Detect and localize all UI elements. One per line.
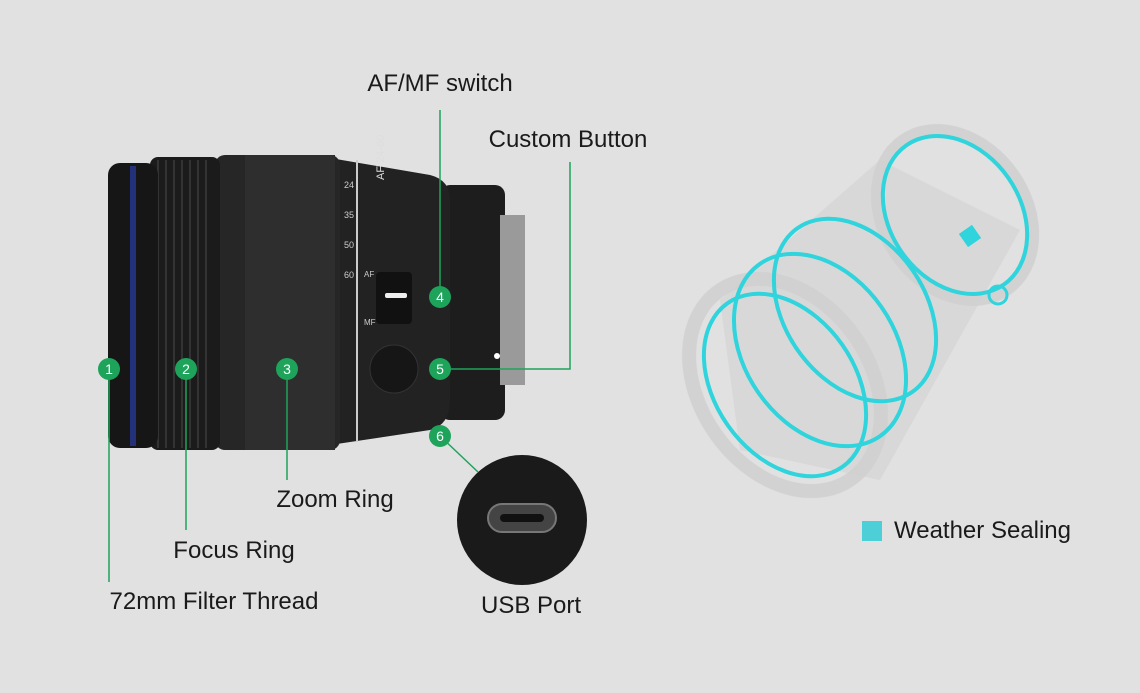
label-custom-button: Custom Button bbox=[488, 126, 648, 153]
callout-marker-1: 1 bbox=[98, 358, 120, 380]
callout-marker-4: 4 bbox=[429, 286, 451, 308]
callout-marker-3: 3 bbox=[276, 358, 298, 380]
label-usb-port: USB Port bbox=[480, 592, 582, 619]
af-mark: AF bbox=[364, 270, 375, 279]
label-zoom-ring: Zoom Ring bbox=[276, 486, 394, 513]
legend-label: Weather Sealing bbox=[894, 517, 1071, 544]
weather-sealing-xray bbox=[682, 124, 1040, 499]
label-af-mf-switch: AF/MF switch bbox=[367, 70, 513, 97]
callout-marker-6: 6 bbox=[429, 425, 451, 447]
label-focus-ring: Focus Ring bbox=[173, 537, 295, 564]
callout-lines bbox=[108, 110, 571, 582]
lens-model-text: AF 24-60 bbox=[375, 134, 387, 180]
callout-marker-5: 5 bbox=[429, 358, 451, 380]
legend: Weather Sealing bbox=[862, 517, 1071, 545]
usb-port-closeup bbox=[457, 455, 587, 585]
lens-body bbox=[108, 155, 525, 450]
callout-marker-2: 2 bbox=[175, 358, 197, 380]
label-filter-thread: 72mm Filter Thread bbox=[109, 588, 319, 615]
legend-swatch bbox=[862, 521, 882, 541]
mf-mark: MF bbox=[364, 318, 376, 327]
